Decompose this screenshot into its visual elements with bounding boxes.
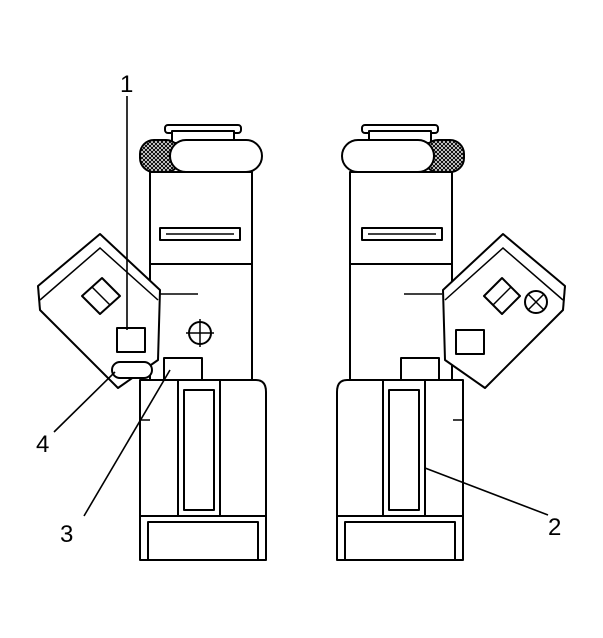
left-bottom-step (147, 521, 259, 561)
left-square-tab (116, 327, 146, 353)
right-o-ring (341, 139, 435, 173)
left-o-ring (169, 139, 263, 173)
right-window-inner (388, 389, 420, 511)
left-upper-body (149, 171, 253, 265)
leader-2 (424, 467, 549, 516)
left-oval-seal (111, 361, 153, 379)
right-upper-body (349, 171, 453, 265)
left-crosshair-icon (186, 319, 214, 347)
callout-3: 3 (60, 521, 73, 548)
callout-1: 1 (120, 71, 133, 98)
right-tab (400, 357, 440, 381)
callout-2: 2 (548, 514, 561, 541)
right-connector-housing (442, 233, 566, 389)
leader-4 (53, 371, 116, 433)
left-window-inner (183, 389, 215, 511)
callout-4: 4 (36, 431, 49, 458)
right-square-tab (455, 329, 485, 355)
leader-3 (83, 369, 171, 517)
right-crosshair-icon (524, 290, 548, 314)
left-injector (37, 124, 267, 561)
right-bottom-step (344, 521, 456, 561)
right-injector (336, 124, 566, 561)
left-tab (163, 357, 203, 381)
